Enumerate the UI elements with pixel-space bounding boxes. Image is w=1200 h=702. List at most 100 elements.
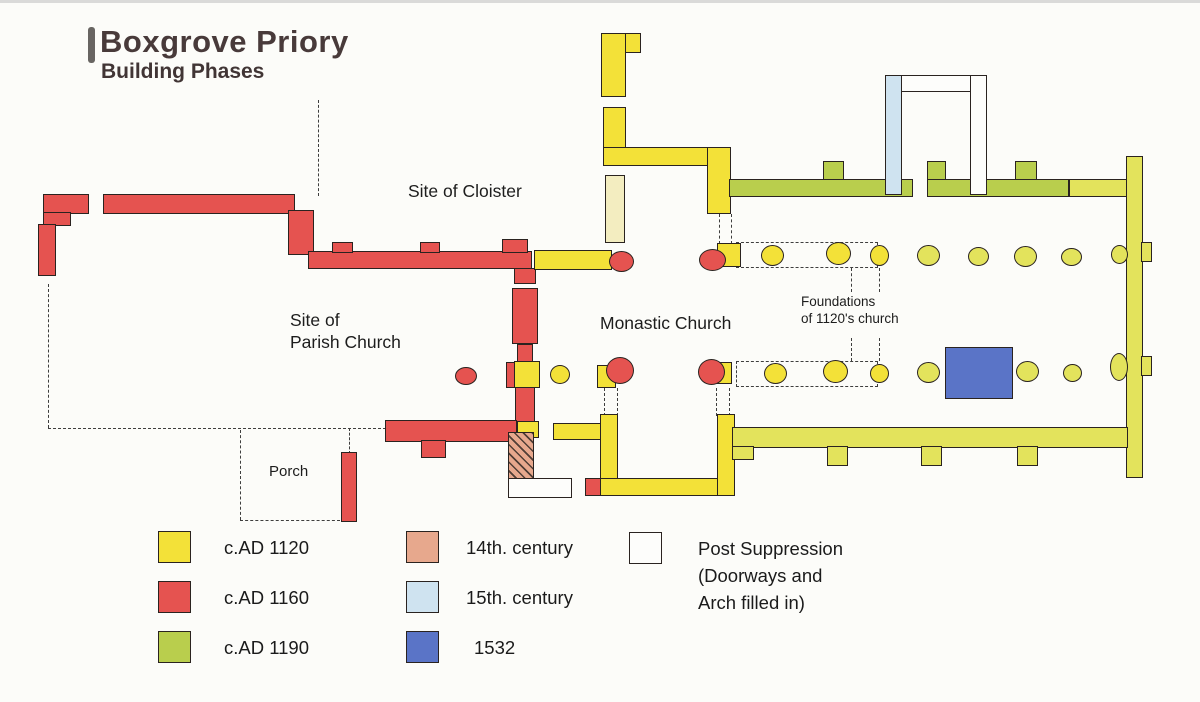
dashed-porch-west — [240, 430, 241, 520]
wall-chancel-north-east — [927, 179, 1069, 197]
dashed-connector-a — [851, 268, 852, 292]
wall-nw-yellow-link — [534, 250, 612, 270]
scan-edge-top — [0, 0, 1200, 3]
legend-swatch-1160 — [158, 581, 191, 613]
legend-swatch-1190 — [158, 631, 191, 663]
wall-porch-east — [341, 452, 357, 522]
label-parish-line2: Parish Church — [290, 332, 401, 352]
dashed-parish-west — [48, 284, 49, 428]
label-parish-line1: Site of — [290, 310, 340, 330]
label-foundations: Foundations of 1120's church — [801, 293, 899, 327]
label-site-of-parish: Site of Parish Church — [290, 309, 401, 353]
dashed-stransept-d — [729, 388, 730, 416]
wall-ntransept-east — [707, 147, 731, 214]
dashed-ntransept-b — [731, 214, 732, 244]
legend-label-1120: c.AD 1120 — [224, 537, 310, 558]
buttress-east-1 — [1141, 242, 1152, 262]
wall-nw-corner-top — [43, 194, 89, 214]
wall-crossing-west-2 — [512, 288, 538, 344]
legend-label-1532: 1532 — [474, 637, 516, 658]
pier-crossing-west-yellow — [514, 361, 540, 388]
wall-chapel-west — [885, 75, 902, 195]
column-chancel-n2 — [968, 247, 989, 266]
buttress-nave-south — [421, 440, 446, 458]
column-found-s1 — [764, 363, 787, 384]
wall-chancel-south-step — [732, 446, 754, 460]
page-title: Boxgrove Priory — [100, 24, 349, 59]
column-crossing-ne — [699, 249, 726, 271]
dashed-porch-south — [240, 520, 340, 521]
dashed-stransept-a — [604, 388, 605, 416]
chantry-1532 — [945, 347, 1013, 399]
buttress-chancel-n2 — [927, 161, 946, 180]
column-found-n1 — [761, 245, 784, 266]
dashed-connector-d — [879, 338, 880, 361]
label-monastic-church: Monastic Church — [600, 313, 732, 333]
legend-post-line3: Arch filled in) — [698, 592, 805, 613]
column-found-s2 — [823, 360, 848, 383]
column-found-n3 — [870, 245, 889, 266]
buttress-chancel-n1 — [823, 161, 844, 180]
page-subtitle: Building Phases — [101, 60, 265, 83]
buttress-chancel-s3 — [1017, 446, 1038, 466]
column-found-n2 — [826, 242, 851, 265]
legend-post-line1: Post Suppression — [698, 538, 844, 559]
wall-east-end — [1126, 156, 1143, 478]
wall-cloister-top-vert — [601, 33, 626, 97]
legend-post-line2: (Doorways and — [698, 565, 823, 586]
buttress-nave-2 — [420, 242, 440, 253]
column-crossing-se — [698, 359, 725, 385]
dashed-porch-east — [349, 428, 350, 454]
column-chancel-s3 — [1063, 364, 1082, 382]
wall-nw-corner-leg — [38, 224, 56, 276]
legend-swatch-1120 — [158, 531, 191, 563]
label-site-of-cloister: Site of Cloister — [408, 181, 522, 201]
label-foundations-line2: of 1120's church — [801, 311, 899, 326]
legend-swatch-1532 — [406, 631, 439, 663]
dashed-connector-c — [851, 338, 852, 361]
legend-label-1190: c.AD 1190 — [224, 637, 310, 658]
buttress-chancel-n3 — [1015, 161, 1037, 180]
column-attached-se — [1110, 353, 1128, 381]
wall-nave-south — [385, 420, 517, 442]
scan-mark — [88, 27, 95, 63]
column-found-s3 — [870, 364, 889, 383]
wall-stransept-stub-west — [553, 423, 601, 440]
column-small-yellow — [550, 365, 570, 384]
legend-label-15c: 15th. century — [466, 587, 573, 608]
wall-crossing-west-1 — [514, 268, 536, 284]
legend-label-post: Post Suppression (Doorways and Arch fill… — [698, 535, 843, 616]
column-chancel-s1 — [917, 362, 940, 383]
dashed-foundations-north — [736, 242, 878, 268]
column-parish-red — [455, 367, 477, 385]
legend-swatch-15c — [406, 581, 439, 613]
wall-chancel-north-end — [1069, 179, 1129, 197]
legend-swatch-post — [629, 532, 662, 564]
wall-chancel-south — [732, 427, 1128, 448]
buttress-east-2 — [1141, 356, 1152, 376]
dashed-connector-b — [879, 268, 880, 292]
column-attached-ne — [1111, 245, 1128, 264]
legend-label-14c: 14th. century — [466, 537, 573, 558]
wall-chapel-east — [970, 75, 987, 195]
column-chancel-n3 — [1014, 246, 1037, 267]
wall-nw-corner-step — [43, 212, 71, 226]
wall-chancel-north-west — [729, 179, 913, 197]
dashed-ntransept-a — [719, 214, 720, 244]
wall-cloister-north — [603, 147, 723, 166]
legend-label-1160: c.AD 1160 — [224, 587, 310, 608]
column-chancel-s2 — [1016, 361, 1039, 382]
wall-crossing-west-4 — [515, 387, 535, 422]
buttress-nave-1 — [332, 242, 353, 253]
buttress-crossing-nw — [502, 239, 528, 253]
dashed-cloister-west — [318, 100, 319, 196]
column-chancel-n4 — [1061, 248, 1082, 266]
wall-nave-north-upper — [103, 194, 295, 214]
column-chancel-n1 — [917, 245, 940, 266]
buttress-chancel-s1 — [827, 446, 848, 466]
wall-nave-north-step — [288, 210, 314, 255]
wall-14c-vertical — [508, 432, 534, 482]
label-foundations-line1: Foundations — [801, 294, 876, 309]
wall-ntransept-west — [605, 175, 625, 243]
